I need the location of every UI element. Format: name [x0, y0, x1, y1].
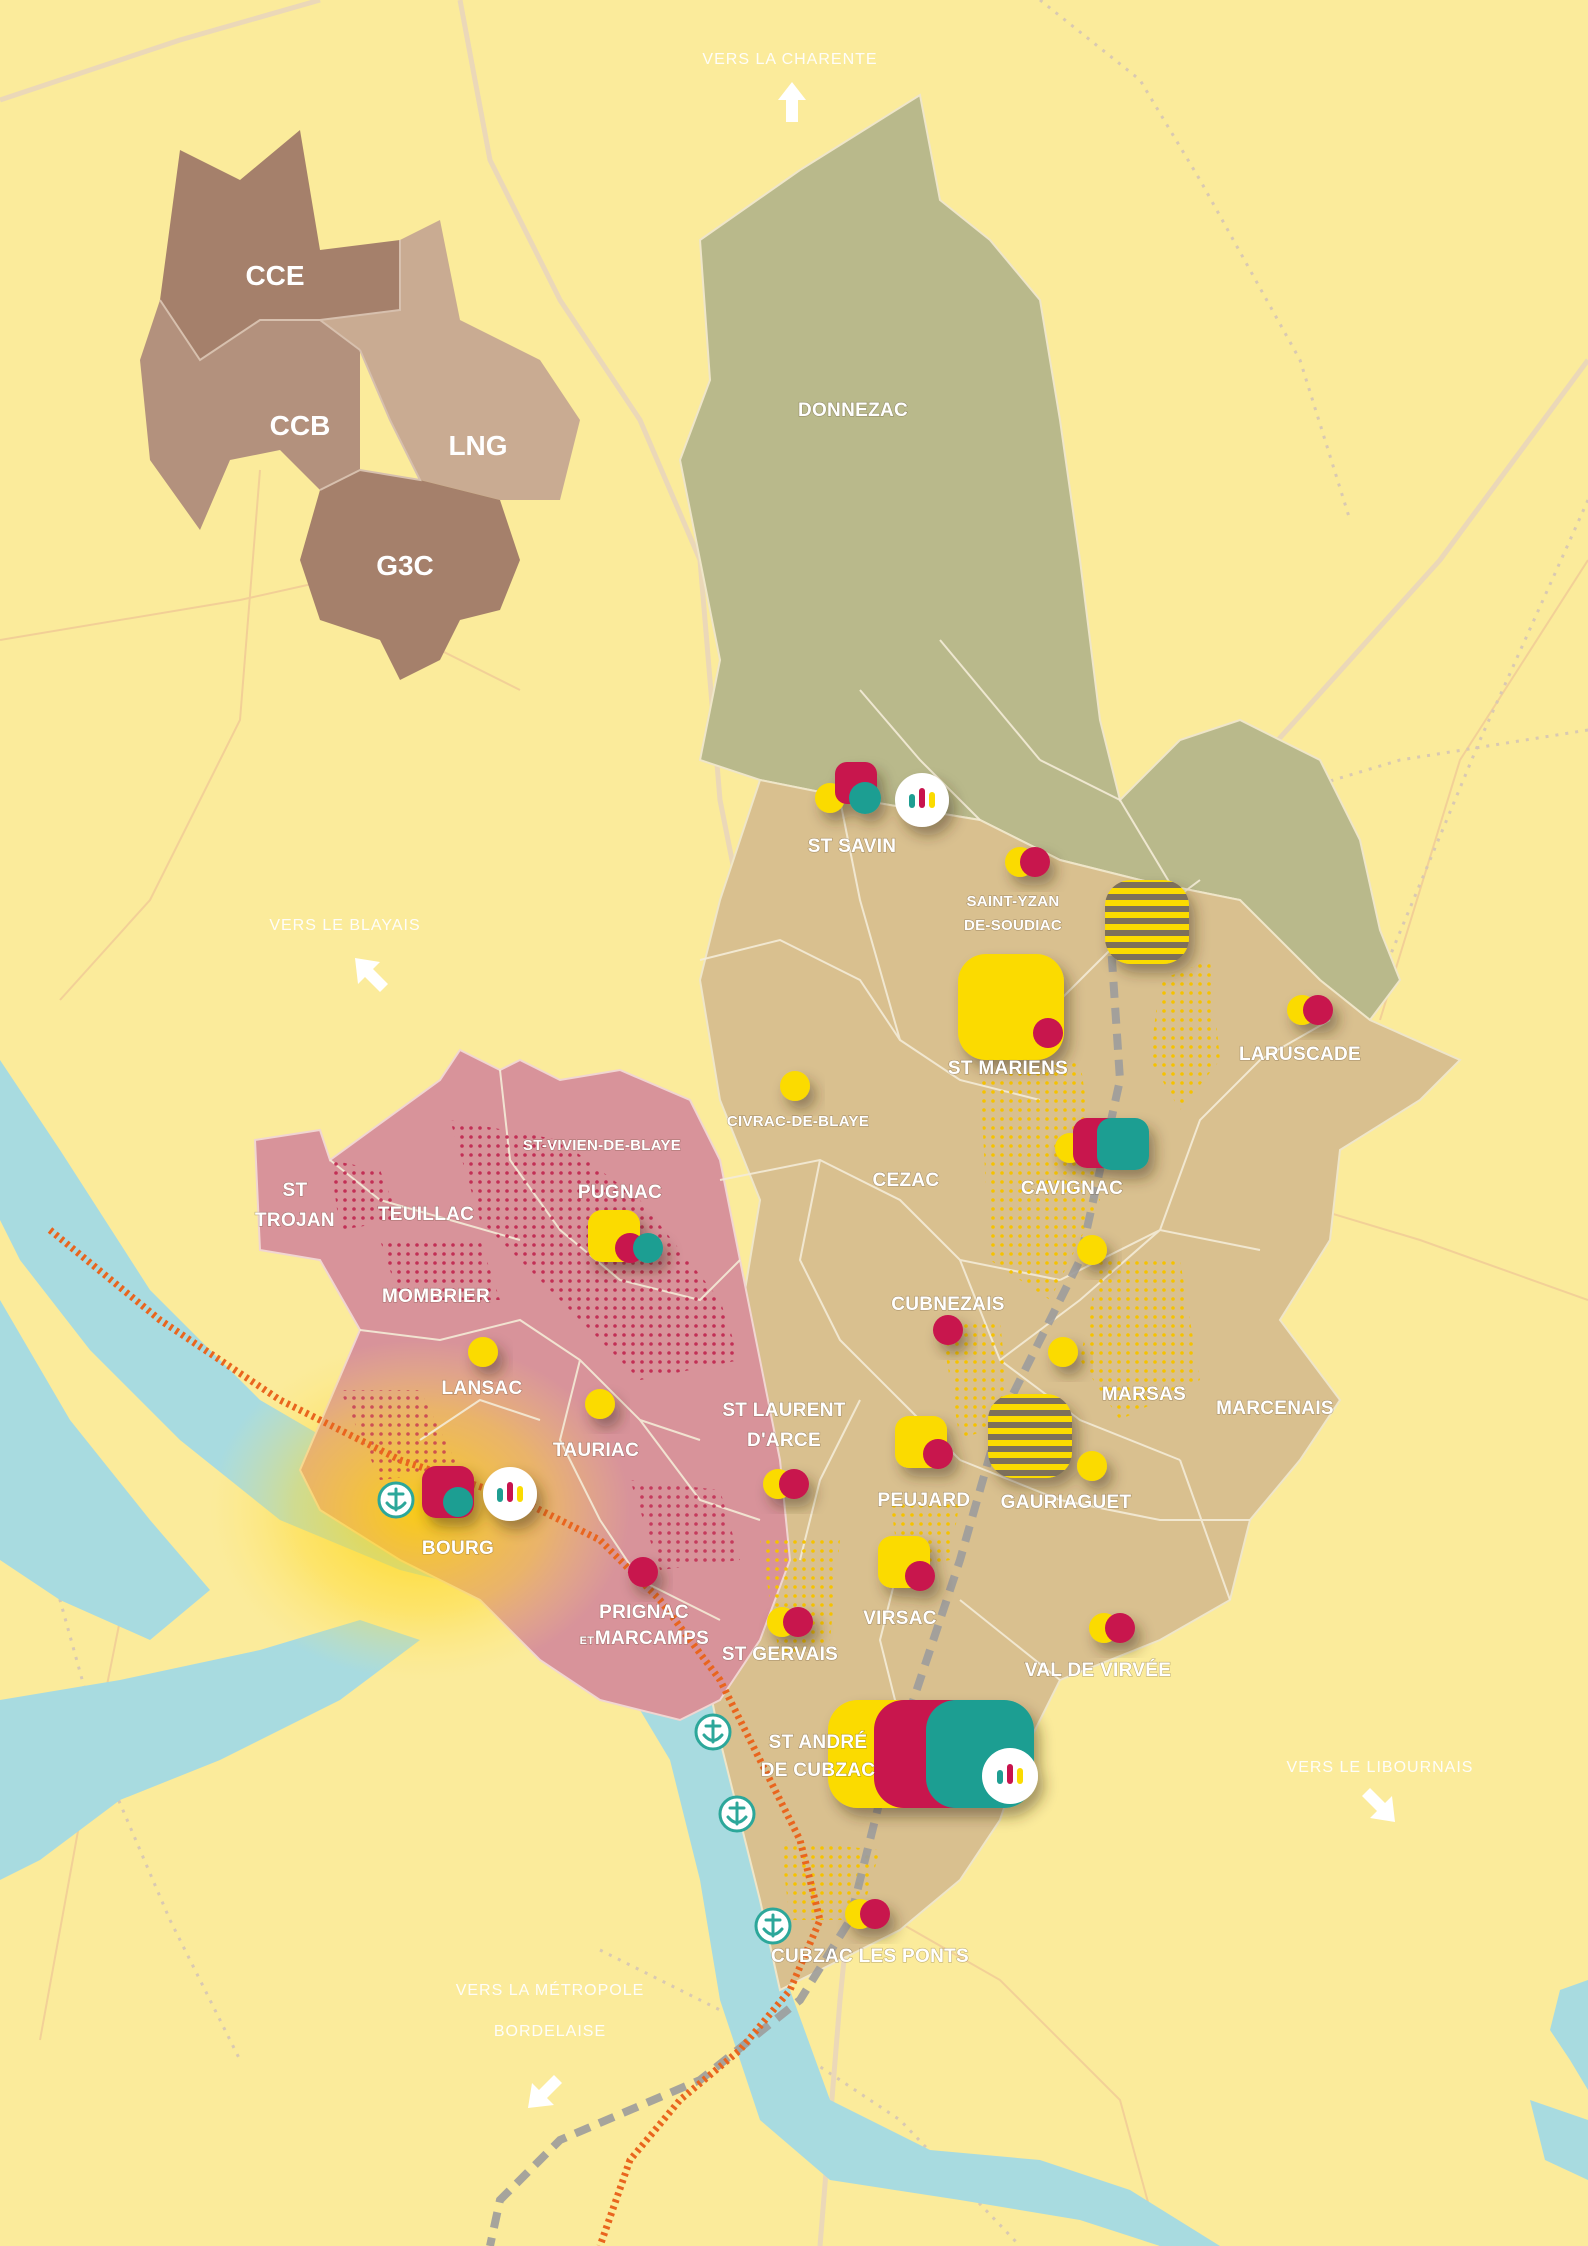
direction-charente: VERS LA CHARENTE	[702, 51, 877, 68]
label-st-mariens: ST MARIENS	[948, 1058, 1068, 1079]
label-marsas: MARSAS	[1102, 1384, 1186, 1405]
striped-marker-north	[1105, 880, 1189, 964]
label-saint-yzan-1: SAINT-YZAN	[967, 893, 1060, 910]
label-st-andre-2: DE CUBZAC	[761, 1760, 876, 1781]
marker-group-st-laurent	[763, 1469, 809, 1499]
arrow-southwest-icon	[528, 2075, 562, 2108]
label-st-andre-1: ST ANDRÉ	[769, 1731, 868, 1753]
marker-group-virsac	[878, 1536, 935, 1591]
direction-metropole-1: VERS LA MÉTROPOLE	[456, 1980, 645, 1999]
label-saint-yzan-2: DE-SOUDIAC	[964, 917, 1062, 934]
label-civrac: CIVRAC-DE-BLAYE	[727, 1113, 869, 1130]
label-virsac: VIRSAC	[863, 1608, 937, 1629]
marker-tauriac	[585, 1389, 615, 1419]
marker-small-marsas-west	[1048, 1337, 1078, 1367]
label-cavignac: CAVIGNAC	[1021, 1178, 1123, 1199]
label-st-gervais: ST GERVAIS	[722, 1644, 838, 1665]
marker-cubnezais	[933, 1315, 963, 1345]
inset-cce	[160, 130, 400, 400]
bar-chart-icon	[497, 1482, 523, 1502]
label-cezac: CEZAC	[873, 1170, 940, 1191]
label-st-vivien: ST-VIVIEN-DE-BLAYE	[523, 1137, 681, 1154]
label-prignac-2: MARCAMPS	[595, 1628, 709, 1649]
arrow-northwest-icon	[355, 958, 388, 992]
marker-group-laruscade	[1287, 995, 1333, 1025]
arrow-up-icon	[778, 82, 806, 122]
marker-group-st-mariens	[958, 954, 1064, 1060]
label-bourg: BOURG	[422, 1538, 494, 1559]
label-tauriac: TAURIAC	[553, 1440, 639, 1461]
label-st-savin: ST SAVIN	[808, 836, 897, 857]
label-st-trojan-2: TROJAN	[255, 1210, 335, 1231]
orange-route	[47, 1227, 824, 2246]
anchor-icon	[754, 1907, 792, 1945]
label-st-laurent-1: ST LAURENT	[722, 1400, 845, 1421]
label-cubzac: CUBZAC LES PONTS	[771, 1946, 969, 1967]
label-donnezac: DONNEZAC	[798, 400, 908, 421]
label-cubnezais: CUBNEZAIS	[891, 1294, 1005, 1315]
bar-chart-icon	[997, 1764, 1023, 1784]
inset-ccb	[140, 300, 360, 530]
marker-lansac	[468, 1337, 498, 1367]
marker-civrac	[780, 1071, 810, 1101]
label-laruscade: LARUSCADE	[1239, 1044, 1361, 1065]
anchor-icon	[694, 1713, 732, 1751]
label-peujard: PEUJARD	[878, 1490, 971, 1511]
label-marcenais: MARCENAIS	[1216, 1398, 1334, 1419]
markers	[377, 762, 1333, 1945]
inset-label-lng: LNG	[448, 430, 507, 461]
commune-labels: DONNEZAC ST SAVIN SAINT-YZAN DE-SOUDIAC …	[254, 399, 1361, 1967]
label-pugnac: PUGNAC	[578, 1182, 662, 1203]
marker-group-cavignac	[1055, 1118, 1149, 1170]
label-teuillac: TEUILLAC	[378, 1204, 474, 1225]
marker-group-pugnac	[588, 1210, 663, 1263]
directions: VERS LA CHARENTE VERS LE BLAYAIS VERS LE…	[269, 51, 1474, 2108]
marker-group-st-andre	[828, 1700, 1038, 1808]
label-prignac-et: ET	[580, 1635, 595, 1647]
anchor-icon	[377, 1481, 415, 1519]
marker-group-st-savin	[815, 762, 949, 827]
label-prignac-1: PRIGNAC	[599, 1602, 689, 1623]
bourg-glow	[210, 1340, 630, 1680]
direction-libournais: VERS LE LIBOURNAIS	[1287, 1759, 1474, 1776]
inset-g3c	[300, 470, 520, 680]
bar-chart-icon	[909, 788, 935, 808]
marker-group-st-gervais	[767, 1607, 813, 1637]
inset-map: CCE CCB LNG G3C	[140, 130, 580, 680]
label-gauriaguet: GAURIAGUET	[1001, 1492, 1132, 1513]
striped-marker-gauriaguet	[988, 1394, 1107, 1481]
anchor-icon	[718, 1795, 756, 1833]
marker-group-peujard	[895, 1416, 953, 1469]
inset-label-cce: CCE	[245, 260, 304, 291]
arrow-southeast-icon	[1362, 1788, 1395, 1822]
marker-group-saint-yzan	[1005, 847, 1050, 877]
direction-metropole-2: BORDELAISE	[494, 2023, 606, 2040]
inset-label-ccb: CCB	[270, 410, 331, 441]
marker-group-val-de-virvee	[1089, 1613, 1135, 1643]
inset-label-g3c: G3C	[376, 550, 434, 581]
label-lansac: LANSAC	[442, 1378, 523, 1399]
label-val-de-virvee: VAL DE VIRVÉE	[1025, 1659, 1171, 1681]
label-mombrier: MOMBRIER	[382, 1286, 490, 1307]
inset-lng	[320, 220, 580, 500]
label-st-trojan-1: ST	[283, 1180, 308, 1201]
marker-prignac	[628, 1557, 658, 1587]
direction-blayais: VERS LE BLAYAIS	[269, 917, 420, 934]
marker-group-cubzac	[845, 1899, 890, 1929]
marker-small-cavignac-south	[1077, 1235, 1107, 1265]
label-st-laurent-2: D'ARCE	[747, 1430, 821, 1451]
